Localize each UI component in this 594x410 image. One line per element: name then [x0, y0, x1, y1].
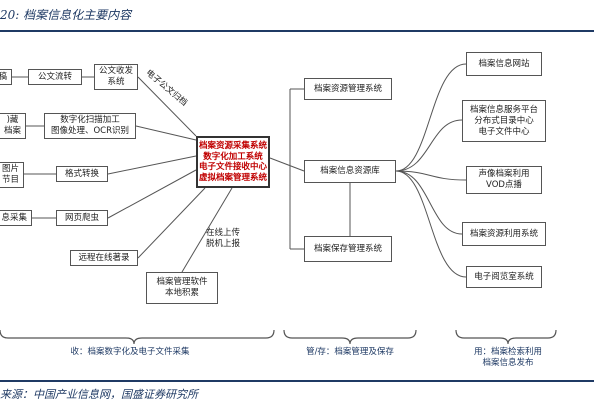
connector — [269, 157, 305, 172]
connector — [107, 169, 197, 219]
remote-write-box: 远程在线著录 — [70, 250, 138, 266]
collect-footer-label: 收：档案数字化及电子文件采集 — [70, 347, 190, 357]
digitize-box: 数字化扫描加工 图像处理、OCR识别 — [44, 113, 136, 139]
connector — [395, 63, 467, 172]
top-rule — [0, 30, 594, 32]
service-platform-box: 档案信息服务平台 分布式目录中心 电子文件中心 — [462, 100, 546, 142]
connector — [107, 155, 197, 175]
archive-software-box: 档案管理软件 本地积累 — [146, 272, 218, 304]
left-source-box-1: 稿 — [0, 69, 12, 85]
connector — [135, 125, 197, 141]
online-upload-label: 在线上传 脱机上报 — [206, 228, 241, 249]
website-box: 档案信息网站 — [466, 52, 542, 76]
connector — [395, 170, 463, 235]
center-system-box: 档案资源采集系统 数字化加工系统 电子文件接收中心 虚拟档案管理系统 — [196, 136, 270, 188]
use-footer-label: 用：档案检索利用 档案信息发布 — [473, 347, 542, 368]
resource-mgmt-box: 档案资源管理系统 — [304, 78, 392, 100]
reading-room-box: 电子阅览室系统 — [466, 266, 542, 288]
connector — [395, 119, 463, 172]
use-bracket — [455, 329, 557, 345]
preserve-mgmt-box: 档案保存管理系统 — [304, 236, 392, 262]
connector — [137, 76, 197, 137]
figure-title: 20: 档案信息化主要内容 — [0, 8, 132, 22]
left-source-box-3: 图片 节目 — [0, 162, 24, 188]
vod-box: 声像档案利用 VOD点播 — [466, 166, 542, 194]
left-source-box-4: 息采集 — [0, 210, 32, 226]
manage-footer-label: 管/存：档案管理及保存 — [306, 347, 394, 357]
connector — [137, 187, 206, 259]
connector — [181, 187, 233, 273]
bottom-rule — [0, 380, 594, 382]
connector — [395, 170, 467, 278]
format-convert-box: 格式转换 — [56, 166, 108, 182]
collect-bracket — [0, 329, 275, 345]
source-note: 来源：中国产业信息网，国盛证券研究所 — [0, 388, 198, 401]
official-system-box: 公文收发 系统 — [94, 64, 138, 90]
manage-bracket — [283, 329, 417, 345]
info-repo-box: 档案信息资源库 — [304, 160, 396, 183]
left-source-box-2: )藏 档案 — [0, 113, 26, 139]
utilization-box: 档案资源利用系统 — [462, 222, 546, 246]
web-crawl-box: 网页爬虫 — [56, 210, 108, 226]
official-flow-box: 公文流转 — [28, 69, 82, 85]
connector — [395, 170, 467, 181]
